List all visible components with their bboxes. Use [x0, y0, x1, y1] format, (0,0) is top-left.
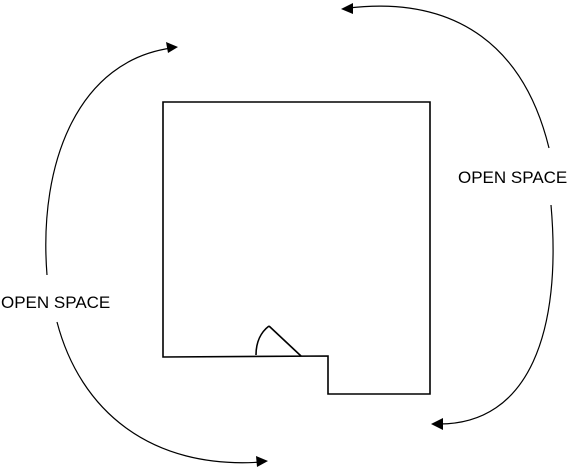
right-upper-arrowhead: [341, 3, 353, 14]
door-swing-arc: [255, 325, 270, 356]
right-lower-arrowhead: [431, 418, 443, 430]
left-open-space-label: OPEN SPACE: [1, 293, 110, 312]
door-leaf: [268, 325, 302, 357]
right-lower-arrow-curve: [437, 204, 554, 425]
left-lower-arrow-curve: [56, 321, 263, 464]
left-upper-arrowhead: [166, 42, 178, 53]
left-lower-arrowhead: [256, 456, 268, 467]
right-upper-arrow-curve: [347, 5, 550, 149]
right-open-space-label: OPEN SPACE: [458, 168, 567, 187]
left-upper-arrow-curve: [45, 47, 173, 276]
room-outline: [162, 101, 431, 395]
